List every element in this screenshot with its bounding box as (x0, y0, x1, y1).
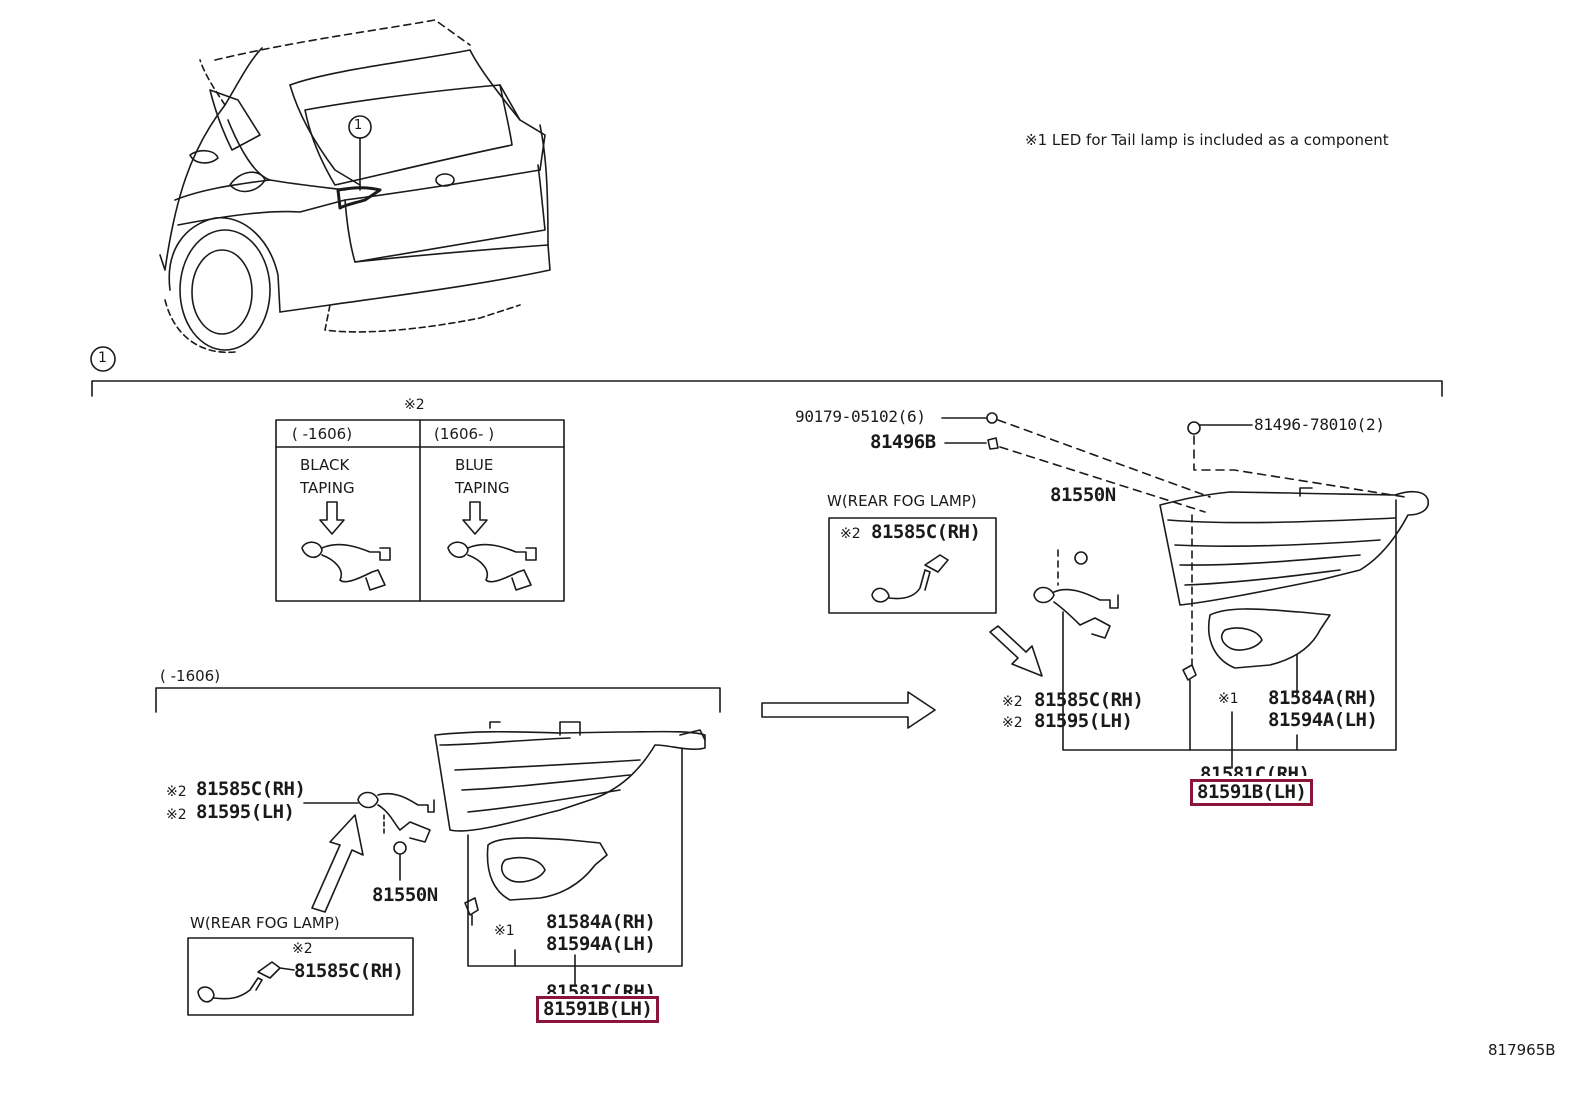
right-lamp-lh-part-highlighted[interactable]: 81591B(LH) (1190, 779, 1314, 806)
transition-arrow (761, 691, 936, 729)
taping-left-line2: TAPING (300, 479, 355, 497)
left-gasket-lh-part[interactable]: 81594A(LH) (546, 933, 656, 955)
right-socket-rh-mark: ※2 (1002, 694, 1023, 710)
left-lamp-art (303, 721, 706, 986)
left-socket-lh-part[interactable]: 81595(LH) (196, 801, 295, 823)
callout-circle-1 (90, 346, 116, 372)
right-cap-part[interactable]: 81550N (1050, 484, 1116, 506)
drawing-id: 817965B (1488, 1041, 1556, 1059)
right-fog-box (828, 517, 997, 614)
clip-part[interactable]: 81496-78010(2) (1254, 415, 1385, 434)
right-lamp-rh-part[interactable]: 81581C(RH) (1200, 763, 1310, 785)
taping-right-line1: BLUE (455, 456, 494, 474)
left-cap-part[interactable]: 81550N (372, 884, 438, 906)
left-fog-part[interactable]: 81585C(RH) (294, 960, 404, 982)
group-callout-number: 1 (98, 350, 107, 366)
left-socket-rh-part[interactable]: 81585C(RH) (196, 778, 306, 800)
taping-table (275, 419, 565, 602)
left-fog-title: W(REAR FOG LAMP) (190, 914, 340, 932)
right-fog-part[interactable]: 81585C(RH) (871, 521, 981, 543)
taping-left-range: ( -1606) (292, 425, 353, 443)
left-gasket-rh-part[interactable]: 81584A(RH) (546, 911, 656, 933)
left-socket-rh-mark: ※2 (166, 784, 187, 800)
taping-left-line1: BLACK (300, 456, 350, 474)
right-gasket-lh-part[interactable]: 81594A(LH) (1268, 709, 1378, 731)
right-lamp-art (941, 412, 1430, 769)
right-fog-mark: ※2 (840, 526, 861, 542)
left-lamp-rh-part[interactable]: 81581C(RH) (546, 981, 656, 1003)
right-socket-lh-mark: ※2 (1002, 715, 1023, 731)
callout-number: 1 (354, 118, 363, 133)
left-group-bracket (155, 687, 721, 713)
nut-part[interactable]: 81496B (870, 431, 936, 453)
group-bracket (91, 380, 1443, 397)
vehicle-rear-illustration (159, 19, 551, 354)
left-socket-lh-mark: ※2 (166, 807, 187, 823)
left-lamp-lh-part-highlighted[interactable]: 81591B(LH) (536, 996, 660, 1023)
right-gasket-rh-part[interactable]: 81584A(RH) (1268, 687, 1378, 709)
right-socket-lh-part[interactable]: 81595(LH) (1034, 710, 1133, 732)
right-led-mark: ※1 (1218, 691, 1239, 707)
right-fog-socket (871, 554, 949, 603)
taping-right-line2: TAPING (455, 479, 510, 497)
left-fog-socket (197, 961, 295, 1003)
right-socket-rh-part[interactable]: 81585C(RH) (1034, 689, 1144, 711)
screw-part[interactable]: 90179-05102(6) (795, 407, 926, 426)
footnote-text: ※1 LED for Tail lamp is included as a co… (1025, 131, 1389, 149)
taping-note-marker: ※2 (404, 397, 425, 413)
taping-right-range: (1606- ) (434, 425, 495, 443)
left-group-range: ( -1606) (160, 667, 221, 685)
left-led-mark: ※1 (494, 923, 515, 939)
left-fog-box (187, 937, 414, 1016)
left-fog-mark: ※2 (292, 941, 313, 957)
right-fog-title: W(REAR FOG LAMP) (827, 492, 977, 510)
